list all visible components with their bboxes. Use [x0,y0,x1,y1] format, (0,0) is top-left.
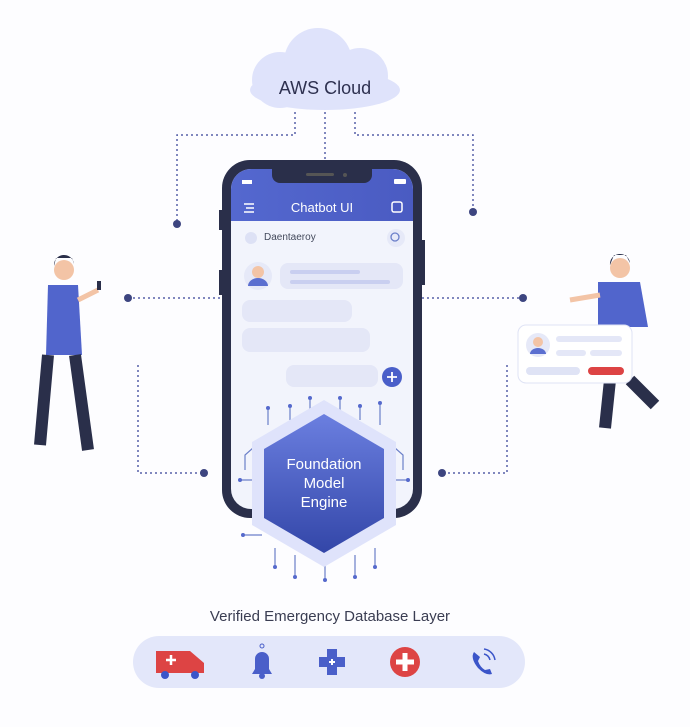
contact-card [517,324,633,384]
home-icon [391,201,403,213]
search-icon [390,232,400,242]
cloud-icon [250,28,400,110]
ambulance-icon [156,651,204,679]
engine-label: Foundation Model Engine [264,455,384,512]
chatbot-title: Chatbot UI [290,200,354,215]
first-aid-icon [390,647,420,677]
bell-icon [252,643,272,679]
person-left [34,254,101,451]
connector-lines [128,112,523,474]
engine-label-line3: Engine [300,494,348,511]
person-right [569,253,660,429]
search-input[interactable]: Daentaeroy [264,232,316,243]
engine-label-line1: Foundation [286,456,362,473]
phone-call-icon [472,648,496,675]
phone [219,160,425,518]
connector-dots [124,208,527,477]
engine-label-line2: Model [303,475,345,492]
database-title: Verified Emergency Database Layer [209,608,451,625]
engine-hexagon [252,400,396,567]
cloud-label: AWS Cloud [278,78,372,98]
circuit-lines [240,400,408,578]
menu-icon [244,203,254,213]
